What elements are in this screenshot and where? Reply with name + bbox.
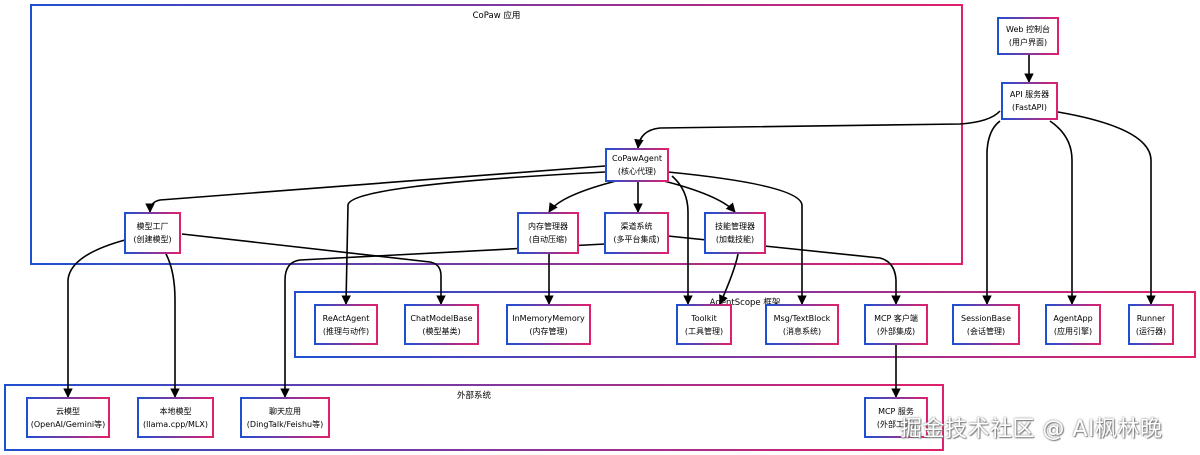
edge-copawagent-memorymgr <box>548 179 621 213</box>
group-copaw-title: CoPaw 应用 <box>472 11 521 21</box>
group-external-title: 外部系统 <box>456 391 491 401</box>
edge-channels-chat <box>280 243 606 398</box>
node-mcp-service: MCP 服务(外部工具) <box>864 397 928 438</box>
node-chat-model-base: ChatModelBase(模型基类) <box>404 304 479 345</box>
node-local-model: 本地模型(llama.cpp/MLX) <box>137 397 214 438</box>
edge-api-runner <box>1057 111 1156 305</box>
node-channel-system: 渠道系统(多平台集成) <box>604 212 669 254</box>
group-agentscope-title: AgentScope 框架 <box>709 298 781 308</box>
edge-modelfactory-local <box>164 251 180 398</box>
edge-modelfactory-chatmodel <box>181 233 446 305</box>
node-api-server: API 服务器(FastAPI) <box>1001 82 1058 120</box>
node-cloud-model: 云模型(OpenAI/Gemini等) <box>26 397 110 438</box>
node-agent-app: AgentApp(应用引擎) <box>1045 304 1101 345</box>
node-memory-manager: 内存管理器(自动压缩) <box>517 212 579 254</box>
watermark: 掘金技术社区 @ AI枫林晚 <box>900 417 1163 442</box>
edge-copawagent-react <box>341 171 606 305</box>
node-runner: Runner(运行器) <box>1128 304 1174 345</box>
edge-modelfactory-cloud <box>63 239 126 398</box>
node-copaw-agent: CoPawAgent(核心代理) <box>605 148 669 182</box>
node-skill-manager: 技能管理器(加载技能) <box>704 212 766 254</box>
node-model-factory: 模型工厂(创建模型) <box>124 212 181 254</box>
node-chat-apps: 聊天应用(DingTalk/Feishu等) <box>240 397 330 438</box>
edge-api-session <box>982 120 1001 305</box>
node-react-agent: ReActAgent(推理与动作) <box>314 304 378 345</box>
node-session-base: SessionBase(会话管理) <box>952 304 1020 345</box>
node-mcp-client: MCP 客户端(外部集成) <box>864 304 928 345</box>
edge-api-agentapp <box>1049 120 1077 305</box>
edge-api-copawagent <box>634 110 1001 149</box>
edge-copawagent-skillmgr <box>659 179 736 213</box>
node-in-memory-memory: InMemoryMemory(内存管理) <box>506 304 591 345</box>
edge-copawagent-msg <box>667 171 807 305</box>
edge-copawagent-toolkit <box>671 175 693 305</box>
edge-channels-mcpclient <box>667 235 901 305</box>
edge-copawagent-modelfactory <box>145 165 606 213</box>
edge-skillmgr-toolkit <box>719 253 739 305</box>
node-web-console: Web 控制台(用户界面) <box>997 17 1059 55</box>
node-toolkit: Toolkit(工具管理) <box>676 304 732 345</box>
group-copaw-app: CoPaw 应用 <box>30 4 963 265</box>
node-msg-textblock: Msg/TextBlock(消息系统) <box>765 304 839 345</box>
